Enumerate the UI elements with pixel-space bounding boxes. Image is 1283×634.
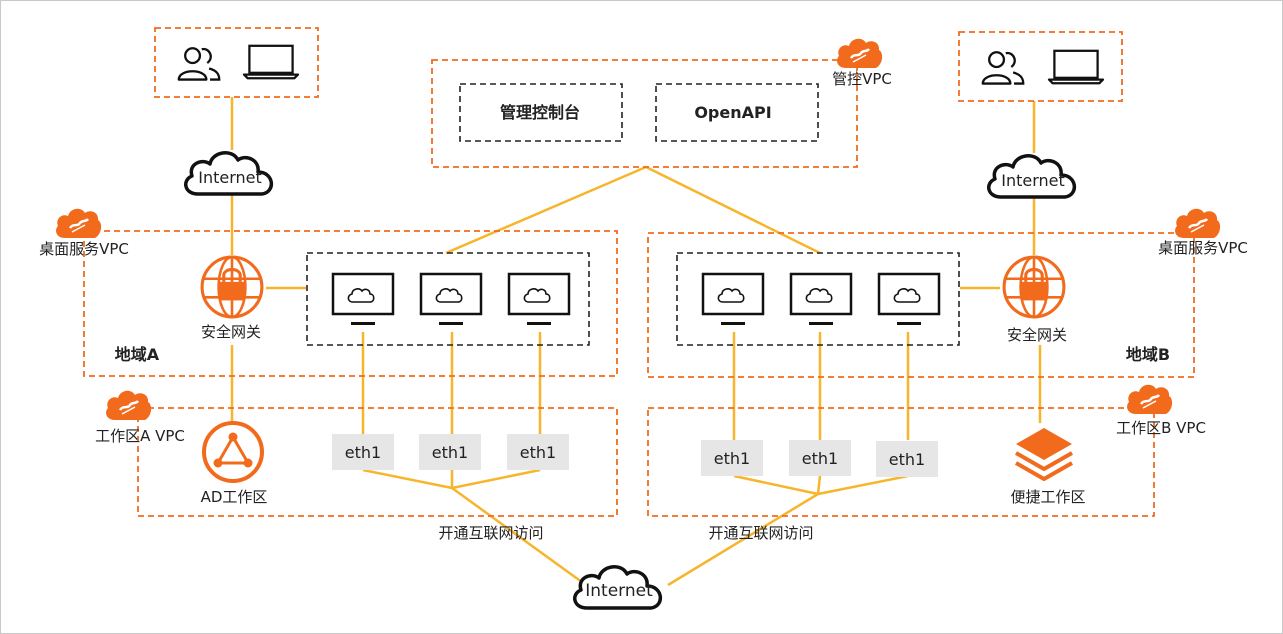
desktop-groups [306,83,960,346]
work-vpc-box-b [647,407,1155,517]
easy-workspace-label: 便捷工作区 [1010,488,1085,506]
work-vpc-label-b: 工作区B VPC [1116,419,1206,437]
desktops-box-b [676,252,960,346]
internet-access-label-a: 开通互联网访问 [438,524,543,542]
eth-label: eth1 [520,443,556,462]
eth-label: eth1 [345,443,381,462]
desktop-vpc-box-a [83,230,618,377]
control-vpc-box [431,59,858,168]
internet-access-label-b: 开通互联网访问 [708,524,813,542]
console-label: 管理控制台 [500,103,580,122]
connection-lines [230,97,1042,587]
internet-label-right: Internet [1001,171,1065,190]
eth-label: eth1 [802,449,838,468]
work-vpc-label-a: 工作区A VPC [95,427,185,445]
vpc-boundaries [83,27,1195,517]
desktop-vpc-box-b [647,232,1195,378]
work-vpc-box-a [137,407,618,517]
console-box [459,83,623,142]
eth-labels: eth1 eth1 eth1 eth1 eth1 eth1 [345,443,925,469]
gateway-label-b: 安全网关 [1007,326,1067,344]
eth-label: eth1 [889,450,925,469]
ad-workspace-label: AD工作区 [201,488,268,506]
openapi-box [655,83,819,142]
gateway-label-a: 安全网关 [201,323,261,341]
internet-label-bottom: Internet [585,581,653,601]
eth-label: eth1 [714,449,750,468]
desktop-vpc-label-b: 桌面服务VPC [1158,239,1248,257]
users-box-right [958,31,1123,102]
eth-interfaces [332,434,938,477]
users-box-left [154,27,319,98]
control-vpc-label: 管控VPC [832,70,892,88]
region-label-a: 地域A [115,345,160,364]
internet-label-left: Internet [198,168,262,187]
desktops-box-a [306,252,590,346]
openapi-label: OpenAPI [694,103,771,122]
eth-label: eth1 [432,443,468,462]
region-label-b: 地域B [1126,345,1170,364]
desktop-vpc-label-a: 桌面服务VPC [39,240,129,258]
